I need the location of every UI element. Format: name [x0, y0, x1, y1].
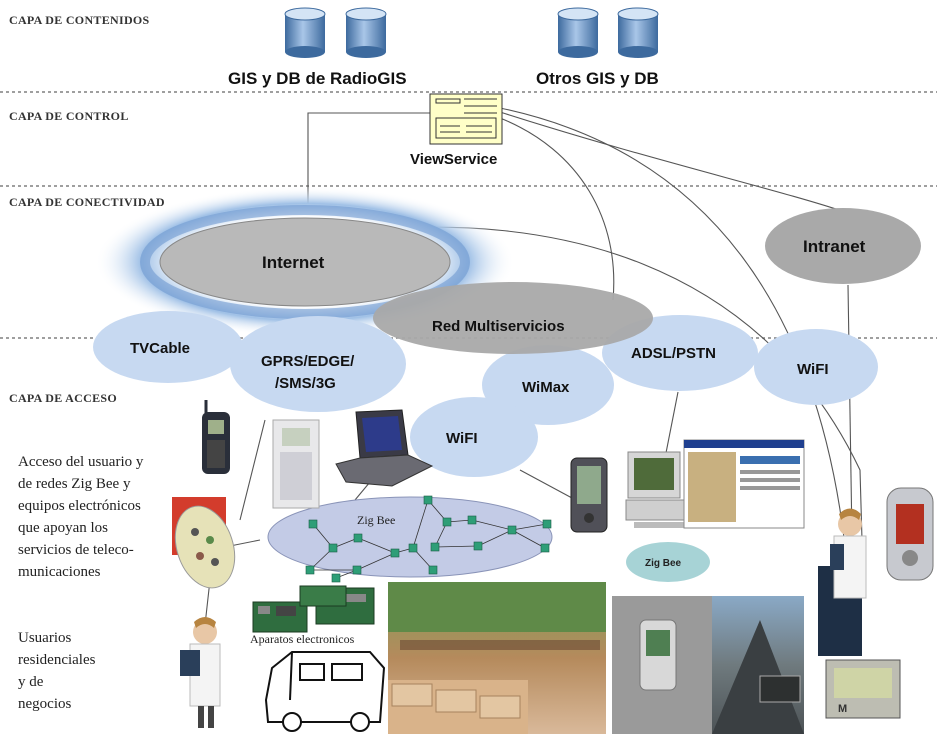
users-description-line: negocios [18, 696, 71, 712]
mesh-node [473, 541, 483, 551]
wimax-bubble [482, 345, 614, 425]
access-description-line: que apoyan los [18, 520, 108, 536]
database-label-radiogis: GIS y DB de RadioGIS [228, 69, 407, 88]
layer-label-acceso: CAPA DE ACCESO [9, 391, 117, 405]
internet-label: Internet [262, 253, 325, 272]
web-page-screenshot [683, 439, 805, 529]
multiservicios-label: Red Multiservicios [432, 318, 565, 335]
users-description-line: Usuarios [18, 630, 71, 646]
adsl-label: ADSL/PSTN [631, 345, 716, 362]
database-icon-otros-2 [617, 7, 659, 58]
mesh-node [542, 519, 552, 529]
database-icon-otros-1 [557, 7, 599, 58]
gprs-bubble [230, 316, 406, 412]
access-description-line: de redes Zig Bee y [18, 476, 131, 492]
circuit-board-icon [252, 585, 375, 633]
aparatos-label: Aparatos electronicos [250, 632, 355, 646]
svg-text:M: M [838, 703, 847, 715]
access-description-line: Acceso del usuario y [18, 454, 144, 470]
layer-label-contenidos: CAPA DE CONTENIDOS [9, 13, 150, 27]
zigbee-mesh-nodes [305, 495, 552, 583]
zigbee-mesh-area [267, 496, 553, 578]
handheld-device-icon [886, 487, 934, 581]
multiservicios-cloud [373, 282, 653, 354]
mesh-node [328, 543, 338, 553]
mesh-node [353, 533, 363, 543]
layer-label-control: CAPA DE CONTROL [9, 109, 129, 123]
users-description-line: y de [18, 674, 44, 690]
feature-phone-icon [272, 419, 320, 509]
street-photo [612, 596, 804, 734]
desktop-computer-icon [625, 451, 689, 528]
mesh-node [442, 517, 452, 527]
database-icon-radiogis-1 [284, 7, 326, 58]
mesh-node [331, 573, 341, 583]
gprs-label-1: GPRS/EDGE/ [261, 353, 355, 370]
mesh-node [507, 525, 517, 535]
access-description-line: equipos electrónicos [18, 498, 141, 514]
database-label-otros: Otros GIS y DB [536, 69, 659, 88]
ambulance-icon [264, 651, 386, 732]
tvcable-label: TVCable [130, 340, 190, 357]
access-description-line: municaciones [18, 564, 101, 580]
intranet-label: Intranet [803, 237, 866, 256]
mesh-node [423, 495, 433, 505]
server-label: ViewService [410, 151, 497, 168]
internet-cloud [159, 217, 451, 307]
mcdonalds-sign-icon: M [825, 659, 901, 719]
wifi-center-label: WiFI [446, 430, 478, 447]
laptop-icon [335, 409, 434, 487]
layer-label-conectividad: CAPA DE CONECTIVIDAD [9, 195, 165, 209]
mesh-node [467, 515, 477, 525]
zigbee-small-bubble [626, 542, 710, 582]
wifi-right-label: WiFI [797, 361, 829, 378]
mobile-phone-icon [202, 400, 230, 474]
server-icon [429, 93, 503, 145]
zigbee-small-label: Zig Bee [645, 558, 682, 569]
access-description: Acceso del usuario y de redes Zig Bee y … [18, 454, 144, 580]
mesh-node [540, 543, 550, 553]
mesh-node [352, 565, 362, 575]
internet-ring [140, 205, 470, 319]
wifi-right-bubble [754, 329, 878, 405]
database-icon-radiogis-2 [345, 7, 387, 58]
intranet-cloud [765, 208, 921, 284]
gprs-label-2: /SMS/3G [275, 375, 336, 392]
mesh-node [428, 565, 438, 575]
adsl-bubble [602, 315, 758, 391]
mesh-node [308, 519, 318, 529]
remote-control-icon [172, 497, 236, 589]
mesh-node [408, 543, 418, 553]
access-description-line: servicios de teleco- [18, 542, 134, 558]
doctor-figure-right [818, 508, 867, 656]
tvcable-bubble [93, 311, 243, 383]
mesh-node [430, 542, 440, 552]
zigbee-mesh-label: Zig Bee [357, 513, 395, 527]
users-description-line: residenciales [18, 652, 96, 668]
crowd-photo [388, 582, 606, 734]
users-description: Usuarios residenciales y de negocios [18, 630, 96, 712]
wifi-center-bubble [410, 397, 538, 477]
mesh-node [305, 565, 315, 575]
pda-icon [570, 457, 608, 533]
wimax-label: WiMax [522, 379, 570, 396]
doctor-figure-left [180, 617, 221, 728]
mesh-node [390, 548, 400, 558]
